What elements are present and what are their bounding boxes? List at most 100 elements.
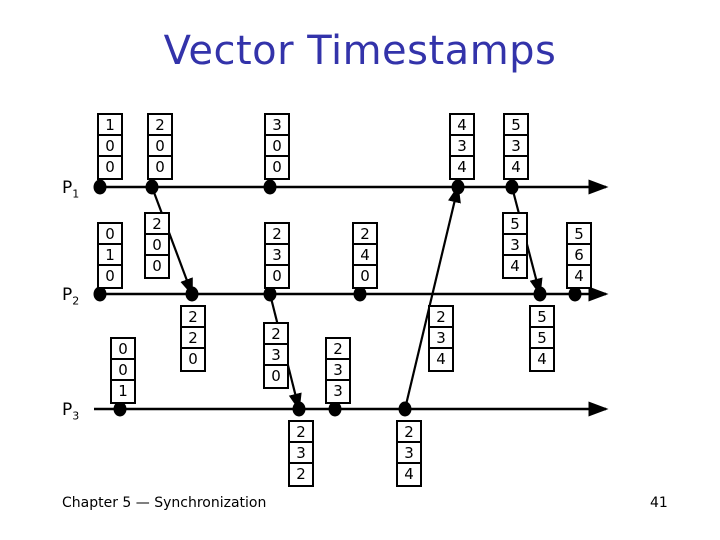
event-dot — [328, 401, 342, 417]
process-label-p2: P2 — [62, 285, 79, 307]
vector-cell: 3 — [430, 328, 452, 349]
vector-cell: 0 — [266, 136, 288, 157]
vector-cell: 4 — [568, 266, 590, 287]
timelines-layer — [94, 179, 609, 417]
process-label-p1: P1 — [62, 178, 79, 200]
vector-cell: 5 — [504, 214, 526, 235]
vector-cell: 0 — [146, 235, 168, 256]
vector-cell: 3 — [327, 360, 349, 381]
vector-cell: 0 — [146, 256, 168, 277]
vector-cell: 2 — [290, 464, 312, 485]
vector-cell: 2 — [430, 307, 452, 328]
vector-cell: 3 — [451, 136, 473, 157]
event-dot — [533, 286, 547, 302]
vector-cell: 4 — [531, 349, 553, 370]
footer-page-number: 41 — [650, 495, 668, 511]
vector-cell: 3 — [398, 443, 420, 464]
process-label-p3: P3 — [62, 400, 79, 422]
event-dot — [263, 286, 277, 302]
event-dot — [93, 179, 107, 195]
vector-cell: 2 — [398, 422, 420, 443]
msg-p1-to-p2-a — [150, 186, 194, 297]
event-dot — [451, 179, 465, 195]
vector-cell: 2 — [354, 224, 376, 245]
vector-cell: 4 — [505, 157, 527, 178]
vector-cell: 5 — [505, 115, 527, 136]
vector-cell: 1 — [99, 245, 121, 266]
vector-cell: 4 — [430, 349, 452, 370]
process-label-index: 2 — [72, 294, 80, 308]
event-dot — [93, 286, 107, 302]
vector-cell: 2 — [146, 214, 168, 235]
vector-cell: 0 — [149, 136, 171, 157]
vector-cell: 6 — [568, 245, 590, 266]
vector-cell: 0 — [99, 157, 121, 178]
vector-cell: 0 — [149, 157, 171, 178]
page-title: Vector Timestamps — [163, 28, 557, 74]
vector-cell: 0 — [99, 136, 121, 157]
vector-cell: 0 — [266, 266, 288, 287]
vector-cell: 2 — [327, 339, 349, 360]
vector-cell: 0 — [266, 157, 288, 178]
event-dot — [398, 401, 412, 417]
event-dot — [353, 286, 367, 302]
vector-cell: 5 — [568, 224, 590, 245]
process-label-text: P — [62, 285, 73, 305]
vector-cell: 0 — [112, 360, 134, 381]
vector-cell: 4 — [398, 464, 420, 485]
vector-cell: 0 — [99, 224, 121, 245]
msg-p3-to-p1 — [403, 184, 461, 410]
vector-cell: 2 — [266, 224, 288, 245]
process-label-text: P — [62, 400, 73, 420]
process-label-text: P — [62, 178, 73, 198]
event-dot — [113, 401, 127, 417]
vector-cell: 3 — [327, 381, 349, 402]
vector-cell: 3 — [266, 245, 288, 266]
vector-cell: 1 — [99, 115, 121, 136]
vector-cell: 0 — [99, 266, 121, 287]
vector-cell: 0 — [265, 366, 287, 387]
vector-cell: 3 — [504, 235, 526, 256]
process-label-index: 1 — [72, 187, 80, 201]
vector-cell: 4 — [451, 115, 473, 136]
event-dot — [185, 286, 199, 302]
vector-cell: 4 — [451, 157, 473, 178]
event-dot — [292, 401, 306, 417]
event-dot — [263, 179, 277, 195]
vector-cell: 0 — [112, 339, 134, 360]
vector-cell: 0 — [182, 349, 204, 370]
process-label-index: 3 — [72, 409, 80, 423]
vector-cell: 4 — [354, 245, 376, 266]
vector-cell: 3 — [266, 115, 288, 136]
vector-cell: 2 — [149, 115, 171, 136]
vector-cell: 1 — [112, 381, 134, 402]
event-dots-layer — [93, 179, 582, 417]
vector-cell: 2 — [290, 422, 312, 443]
vector-cell: 2 — [182, 328, 204, 349]
vector-cell: 5 — [531, 307, 553, 328]
vector-cell: 0 — [354, 266, 376, 287]
footer-chapter-label: Chapter 5 — Synchronization — [62, 495, 267, 511]
vector-cell: 3 — [265, 345, 287, 366]
event-dot — [568, 286, 582, 302]
